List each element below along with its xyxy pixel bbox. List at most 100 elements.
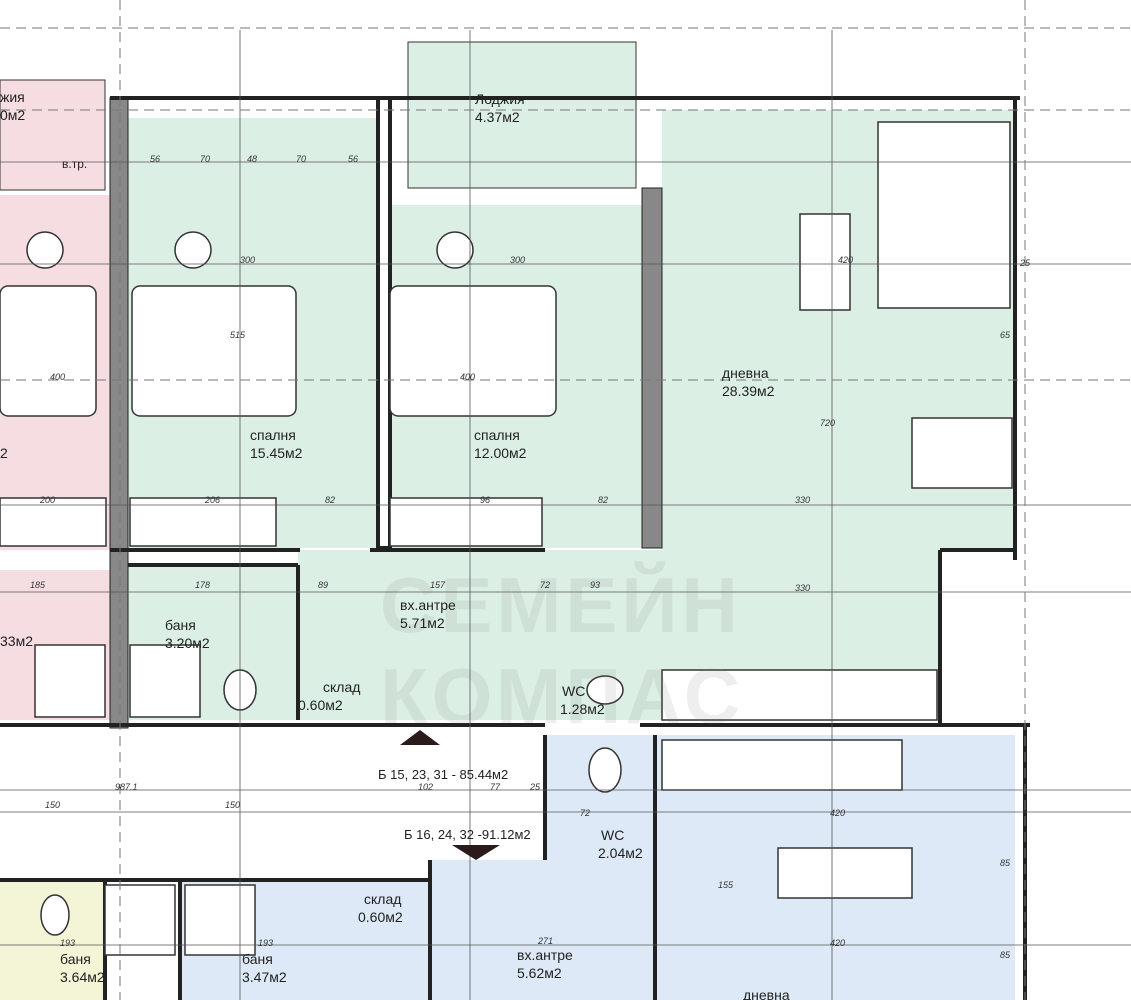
- room-label: баня 3.47м2: [242, 950, 287, 986]
- apartment-label-upper: Б 15, 23, 31 - 85.44м2: [378, 767, 509, 782]
- dimension-label: 193: [60, 938, 76, 948]
- watermark: СЕМЕЙН КОМПАС: [380, 561, 745, 740]
- dimension-label: 330: [795, 495, 811, 505]
- furniture: [0, 121, 1013, 956]
- dimension-label: 70: [200, 154, 211, 164]
- room-name: WC: [562, 683, 586, 699]
- dimension-label: 102: [418, 782, 434, 792]
- room-name: спалня: [250, 427, 296, 443]
- dimension-label: 70: [296, 154, 307, 164]
- room-label: 33м2: [0, 632, 33, 650]
- dimension-label: 96: [480, 495, 491, 505]
- dimension-label: 178: [195, 580, 211, 590]
- room-area: 3.47м2: [242, 969, 287, 985]
- dimension-label: 56: [348, 154, 359, 164]
- dimension-label: 65: [1000, 330, 1011, 340]
- room-area: 5.62м2: [517, 965, 562, 981]
- room-name: WC: [601, 827, 625, 843]
- blue-zone-entry: [430, 860, 660, 1000]
- room-name: в.тр.: [62, 157, 88, 171]
- grid-lines: [0, 30, 1131, 1000]
- dimension-label: 157: [430, 580, 446, 590]
- dimension-label: 150: [225, 800, 241, 810]
- room-name: жия: [0, 89, 25, 105]
- dimension-label: 193: [258, 938, 274, 948]
- dimension-label: 515: [230, 330, 246, 340]
- dimension-label: 25: [530, 782, 541, 792]
- room-name: баня: [242, 951, 273, 967]
- room-label: склад 0.60м2: [358, 890, 403, 926]
- dimension-label: 82: [325, 495, 336, 505]
- room-area: 4.37м2: [475, 109, 520, 125]
- dimension-label: 400: [50, 372, 66, 382]
- room-name: баня: [60, 951, 91, 967]
- room-name: склад: [323, 679, 361, 695]
- dimension-label: 185: [30, 580, 46, 590]
- dimension-label: 200: [40, 495, 56, 505]
- dimension-label: 271: [538, 936, 554, 946]
- room-label: спалня 15.45м2: [250, 426, 302, 462]
- dimension-label: 206: [205, 495, 221, 505]
- walls: [0, 96, 1030, 1000]
- room-label: в.тр.: [62, 155, 87, 173]
- room-label: вх.антре 5.71м2: [400, 596, 456, 632]
- dimension-label: 400: [460, 372, 476, 382]
- entrance-arrow-up: [400, 730, 440, 745]
- room-area: 5.71м2: [400, 615, 445, 631]
- room-area: 0.60м2: [298, 697, 343, 713]
- room-area: 3.64м2: [60, 969, 105, 985]
- pink-zone-loggia: [0, 79, 106, 191]
- room-label: Лоджия 4.37м2: [475, 90, 525, 126]
- room-label: 2: [0, 444, 8, 462]
- dimension-label: 420: [830, 938, 846, 948]
- dimension-label: 93: [590, 580, 601, 590]
- room-label: вх.антре 5.62м2: [517, 946, 573, 982]
- room-area: 33м2: [0, 633, 33, 649]
- dimension-label: 48: [247, 154, 258, 164]
- room-name: Лоджия: [475, 91, 525, 107]
- room-label: баня 3.64м2: [60, 950, 105, 986]
- apartment-label-lower: Б 16, 24, 32 -91.12м2: [404, 827, 531, 842]
- dimension-label: 420: [838, 255, 854, 265]
- room-name: дневна: [743, 987, 790, 1000]
- dimension-label: 420: [830, 808, 846, 818]
- dimension-label: 720: [820, 418, 836, 428]
- dimension-label: 72: [580, 808, 591, 818]
- room-label: дневна 28.39м2: [722, 364, 774, 400]
- room-name: вх.антре: [517, 947, 573, 963]
- dimension-label: 300: [240, 255, 256, 265]
- room-label: склад 0.60м2: [298, 678, 360, 714]
- room-label: WC 2.04м2: [598, 826, 643, 862]
- room-area: 28.39м2: [722, 383, 775, 399]
- entrance-arrow-down: [452, 845, 500, 860]
- room-area: 0.60м2: [358, 909, 403, 925]
- dimension-label: 330: [795, 583, 811, 593]
- dimension-label: 77: [490, 782, 501, 792]
- dimension-label: 987.1: [115, 782, 138, 792]
- room-label: дневна: [743, 986, 790, 1000]
- dimension-label: 155: [718, 880, 734, 890]
- dimension-label: 56: [150, 154, 161, 164]
- room-name: склад: [364, 891, 402, 907]
- dimension-label: 25: [1020, 258, 1031, 268]
- dimension-label: 72: [540, 580, 551, 590]
- dimension-label: 85: [1000, 950, 1011, 960]
- dimension-label: 82: [598, 495, 609, 505]
- room-area: 2.04м2: [598, 845, 643, 861]
- room-name: дневна: [722, 365, 769, 381]
- room-name: спалня: [474, 427, 520, 443]
- green-zone-loggia: [407, 41, 637, 189]
- dimension-label: 89: [318, 580, 329, 590]
- dimension-label: 85: [1000, 858, 1011, 868]
- room-area: 3.20м2: [165, 635, 210, 651]
- room-area: 15.45м2: [250, 445, 303, 461]
- room-name: вх.антре: [400, 597, 456, 613]
- room-label: жия 0м2: [0, 88, 25, 124]
- room-area: 0м2: [0, 107, 26, 123]
- room-area: 2: [0, 445, 8, 461]
- room-name: баня: [165, 617, 196, 633]
